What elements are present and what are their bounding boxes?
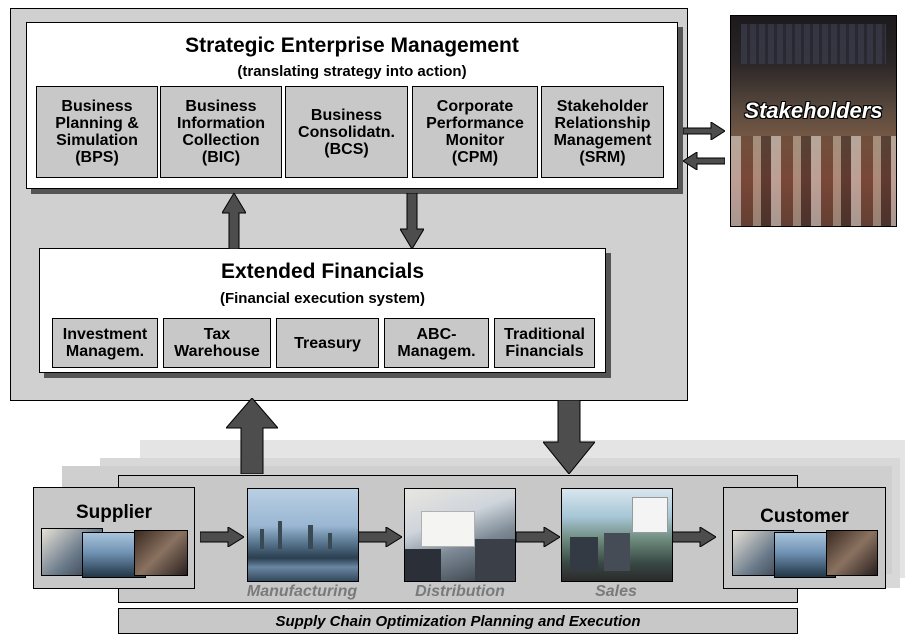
stakeholders-photo: Stakeholders [730,15,897,227]
arrow-right-icon [358,527,402,547]
sem-module-srm[interactable]: Stakeholder Relationship Management (SRM… [541,86,664,178]
supplier-box[interactable]: Supplier [33,487,195,589]
ef-title: Extended Financials [220,260,425,283]
sem-module-cpm[interactable]: Corporate Performance Monitor (CPM) [412,86,538,178]
supplier-photo [134,530,188,576]
arrow-right-icon [516,527,560,547]
arrow-right-icon [200,527,244,547]
manufacturing-label: Manufacturing [246,583,358,600]
supply-chain-footer: Supply Chain Optimization Planning and E… [118,608,798,634]
arrow-down-icon [400,193,424,249]
sem-subtitle: (translating strategy into action) [237,63,467,80]
sales-photo[interactable] [561,488,673,582]
arrow-right-icon [672,527,716,547]
ef-module-abc[interactable]: ABC- Managem. [384,318,489,368]
customer-label: Customer [760,506,849,527]
ef-module-treasury[interactable]: Treasury [276,318,379,368]
sem-module-bic[interactable]: Business Information Collection (BIC) [160,86,282,178]
arrow-left-icon [683,152,725,170]
arrow-up-icon [222,193,246,249]
sem-module-bps[interactable]: Business Planning & Simulation (BPS) [36,86,158,178]
sales-label: Sales [595,583,637,600]
manufacturing-photo[interactable] [247,488,359,582]
ef-subtitle: (Financial execution system) [219,290,426,307]
ef-module-traditional[interactable]: Traditional Financials [494,318,595,368]
arrow-up-icon [226,398,278,474]
distribution-label: Distribution [415,583,505,600]
sem-title: Strategic Enterprise Management [185,34,519,57]
stakeholders-label: Stakeholders [744,98,883,123]
ef-module-investment[interactable]: Investment Managem. [52,318,158,368]
distribution-photo[interactable] [404,488,516,582]
sem-module-bcs[interactable]: Business Consolidatn. (BCS) [285,86,408,178]
arrow-right-icon [683,122,725,140]
supplier-label: Supplier [75,502,152,523]
ef-module-tax[interactable]: Tax Warehouse [163,318,271,368]
customer-photo [826,530,878,576]
customer-box[interactable]: Customer [723,487,886,589]
arrow-down-icon [543,400,595,474]
